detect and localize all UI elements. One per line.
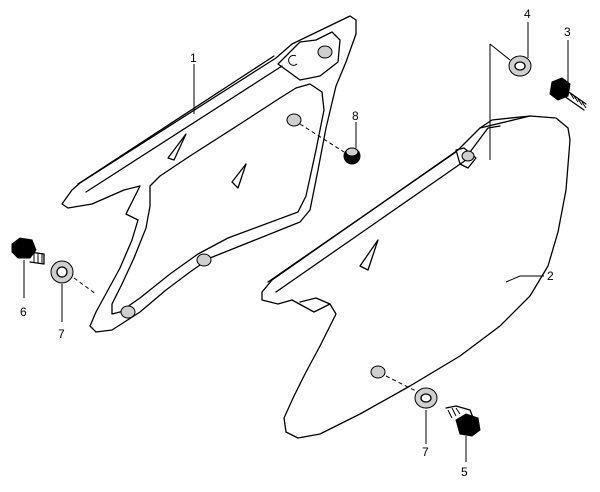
callout-5: 5 <box>461 465 468 479</box>
callout-1: 1 <box>190 51 197 65</box>
callout-2: 2 <box>547 269 554 283</box>
side-cover-left <box>61 15 357 333</box>
callout-6: 6 <box>20 305 27 319</box>
callout-labels: 1 2 3 4 5 6 7 7 8 <box>20 7 571 479</box>
grommet-7b <box>414 387 438 409</box>
spacer-8 <box>343 147 361 165</box>
grommet-7a <box>50 260 74 284</box>
callout-7-left: 7 <box>58 327 65 341</box>
bolt-5 <box>445 405 481 437</box>
bolt-6 <box>11 237 45 265</box>
side-panel-right <box>261 115 571 439</box>
callout-4: 4 <box>524 7 531 21</box>
leader-lines <box>23 22 569 462</box>
bolt-3 <box>549 77 587 111</box>
callout-7-right: 7 <box>422 445 429 459</box>
callout-8: 8 <box>352 109 359 123</box>
callout-3: 3 <box>564 25 571 39</box>
collar-4 <box>508 55 532 77</box>
